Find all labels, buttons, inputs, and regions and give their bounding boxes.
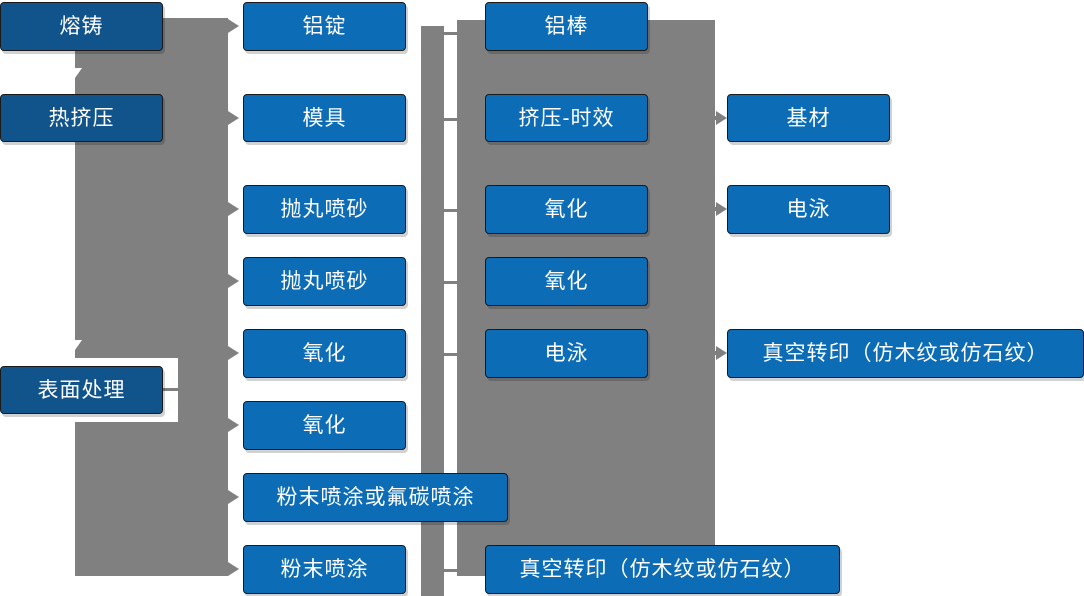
process-label-ingot: 铝锭 — [302, 15, 347, 38]
stage-label-hot-extrusion: 热挤压 — [48, 106, 115, 130]
trunk-arrow-mold — [228, 111, 239, 125]
process-box-shotblast-2[interactable]: 抛丸喷砂 — [243, 257, 406, 306]
process-label-extrusion-aging: 挤压-时效 — [518, 106, 615, 130]
process-box-extrusion-aging[interactable]: 挤压-时效 — [485, 94, 648, 142]
trunk-arrow-oxidation-1 — [228, 346, 239, 360]
process-label-electrophoresis-2: 电泳 — [786, 198, 831, 221]
process-label-oxidation-1: 氧化 — [302, 342, 347, 365]
mid-rung-3 — [444, 209, 458, 212]
trunk-arrow-ingot — [228, 19, 239, 33]
stage-box-hot-extrusion[interactable]: 热挤压 — [0, 94, 163, 142]
arrow-to-substrate — [697, 111, 727, 125]
process-box-powder-fluorocarbon[interactable]: 粉末喷涂或氟碳喷涂 — [243, 473, 508, 522]
process-label-powder-fluorocarbon: 粉末喷涂或氟碳喷涂 — [276, 486, 475, 509]
mid-bar-gap — [444, 24, 457, 596]
process-box-substrate[interactable]: 基材 — [727, 94, 890, 142]
process-label-mold: 模具 — [302, 106, 347, 130]
process-box-electrophoresis-1[interactable]: 电泳 — [485, 329, 648, 378]
arrow-to-electrophoresis — [697, 202, 727, 216]
trunk-arrow-oxidation-2 — [228, 418, 239, 432]
process-box-oxidation-3[interactable]: 氧化 — [485, 185, 648, 234]
process-label-oxidation-4: 氧化 — [544, 270, 589, 293]
process-box-electrophoresis-2[interactable]: 电泳 — [727, 185, 890, 234]
left-trunk-lower-segment — [178, 358, 228, 422]
stage-box-surface-treatment[interactable]: 表面处理 — [0, 366, 163, 414]
process-box-mold[interactable]: 模具 — [243, 94, 406, 142]
process-label-electrophoresis-1: 电泳 — [544, 342, 589, 365]
process-label-shotblast-2: 抛丸喷砂 — [280, 270, 369, 293]
trunk-down-notch-1 — [68, 68, 82, 78]
process-box-vacuum-transfer-1[interactable]: 真空转印（仿木纹或仿石纹） — [485, 545, 840, 594]
mid-rung-4 — [444, 281, 458, 284]
process-label-oxidation-2: 氧化 — [302, 414, 347, 437]
process-label-oxidation-3: 氧化 — [544, 198, 589, 221]
process-label-vacuum-transfer-1: 真空转印（仿木纹或仿石纹） — [519, 558, 806, 581]
trunk-arrow-shotblast-1 — [228, 202, 239, 216]
process-box-powder-coating[interactable]: 粉末喷涂 — [243, 545, 406, 594]
mid-bar-a-top-nick — [421, 20, 444, 26]
arrow-to-vacuum-transfer — [697, 346, 727, 360]
process-box-shotblast-1[interactable]: 抛丸喷砂 — [243, 185, 406, 234]
process-label-substrate: 基材 — [786, 106, 831, 130]
process-box-oxidation-2[interactable]: 氧化 — [243, 401, 406, 450]
mid-rung-5 — [444, 353, 458, 356]
trunk-down-notch-2 — [68, 340, 82, 350]
mid-bar-a-connector — [421, 24, 444, 596]
trunk-arrow-powder — [228, 562, 239, 576]
stage-label-melting: 熔铸 — [59, 15, 104, 38]
trunk-arrow-shotblast-2 — [228, 274, 239, 288]
process-box-vacuum-transfer-2[interactable]: 真空转印（仿木纹或仿石纹） — [727, 329, 1084, 378]
process-box-ingot[interactable]: 铝锭 — [243, 2, 406, 51]
process-label-vacuum-transfer-2: 真空转印（仿木纹或仿石纹） — [762, 342, 1049, 365]
stage-box-melting[interactable]: 熔铸 — [0, 2, 163, 51]
process-box-aluminium-bar[interactable]: 铝棒 — [485, 2, 648, 51]
process-label-aluminium-bar: 铝棒 — [544, 15, 589, 38]
process-box-oxidation-4[interactable]: 氧化 — [485, 257, 648, 306]
mid-rung-6 — [444, 569, 458, 572]
mid-rung-1 — [444, 32, 458, 35]
process-label-shotblast-1: 抛丸喷砂 — [280, 198, 369, 221]
process-box-oxidation-1[interactable]: 氧化 — [243, 329, 406, 378]
trunk-arrow-powder-fluor — [228, 490, 239, 504]
stage-label-surface-treatment: 表面处理 — [37, 378, 126, 402]
mid-rung-2 — [444, 118, 458, 121]
process-label-powder-coating: 粉末喷涂 — [280, 558, 369, 581]
